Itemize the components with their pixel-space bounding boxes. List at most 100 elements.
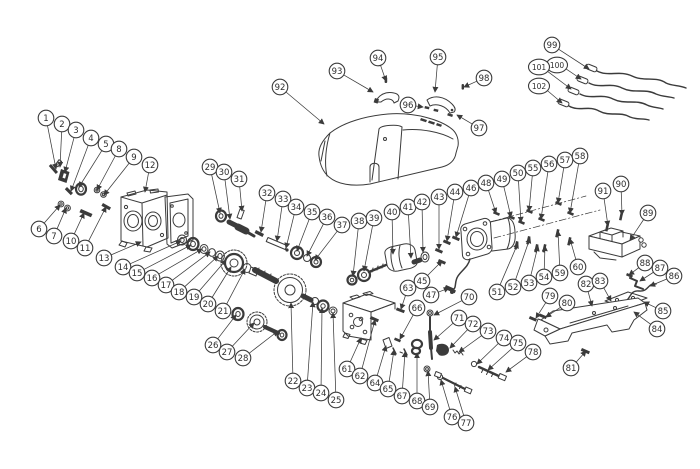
balloon-number-69: 69	[425, 403, 436, 413]
leader-line-59	[555, 230, 562, 266]
balloon-35	[303, 203, 321, 221]
callout-101: 101	[527, 58, 572, 90]
leader-line-79	[535, 302, 547, 319]
balloon-81	[562, 359, 580, 377]
callout-87: 87	[639, 259, 669, 282]
balloon-number-93: 93	[332, 67, 343, 77]
callout-28: 28	[234, 330, 279, 367]
callout-73: 73	[458, 322, 497, 353]
balloon-77	[457, 414, 475, 432]
callout-10: 10	[62, 212, 85, 250]
leader-line-55	[526, 175, 533, 212]
balloon-number-4: 4	[88, 134, 93, 144]
leader-line-18	[184, 255, 219, 287]
leader-line-82	[587, 291, 594, 307]
balloon-79	[541, 287, 559, 305]
balloon-number-42: 42	[417, 198, 428, 208]
balloon-40	[383, 203, 401, 221]
balloon-number-41: 41	[403, 203, 414, 213]
callout-32: 32	[258, 184, 276, 233]
callout-48: 48	[477, 174, 498, 214]
leader-line-33	[274, 206, 283, 242]
leader-line-98	[463, 80, 478, 88]
balloon-21	[214, 302, 232, 320]
leader-line-67	[401, 351, 408, 389]
balloon-number-19: 19	[189, 293, 200, 303]
leader-line-71	[433, 322, 454, 341]
balloon-66	[408, 299, 426, 317]
callout-6: 6	[30, 204, 61, 238]
leader-line-95	[432, 64, 439, 93]
leader-line-48	[488, 190, 498, 214]
balloon-55	[524, 159, 542, 177]
callout-63: 63	[399, 279, 417, 310]
balloon-43	[430, 188, 448, 206]
callout-42: 42	[413, 193, 431, 253]
balloon-number-90: 90	[616, 180, 627, 190]
balloon-number-75: 75	[513, 339, 524, 349]
balloon-50	[509, 164, 527, 182]
balloon-94	[369, 49, 387, 67]
leader-line-3	[63, 137, 75, 173]
balloon-number-35: 35	[307, 208, 318, 218]
balloon-86	[665, 267, 683, 285]
leader-line-26	[217, 314, 237, 340]
leader-line-50	[517, 180, 524, 223]
balloon-number-58: 58	[575, 152, 586, 162]
part-art-layer	[48, 63, 687, 395]
balloon-number-6: 6	[36, 225, 41, 235]
leader-line-88	[628, 267, 639, 276]
callout-11: 11	[76, 206, 107, 257]
callout-1: 1	[37, 109, 58, 170]
callout-39: 39	[362, 209, 383, 272]
balloon-number-53: 53	[524, 279, 535, 289]
balloon-number-52: 52	[508, 283, 519, 293]
balloon-number-47: 47	[426, 291, 437, 301]
callout-60: 60	[568, 238, 587, 276]
callout-61: 61	[338, 337, 362, 378]
balloon-number-88: 88	[640, 259, 651, 269]
leader-line-94	[380, 65, 388, 82]
leader-line-44	[444, 199, 455, 242]
leader-line-12	[142, 172, 149, 193]
leader-line-45	[427, 260, 443, 276]
balloon-53	[520, 274, 538, 292]
callout-92: 92	[271, 78, 325, 125]
callout-13: 13	[95, 241, 142, 267]
callout-77: 77	[453, 386, 475, 432]
callout-4: 4	[70, 129, 100, 192]
balloon-11	[76, 239, 94, 257]
callout-16: 16	[143, 248, 203, 287]
callout-24: 24	[312, 307, 330, 402]
balloon-number-95: 95	[433, 53, 444, 63]
callout-83: 83	[591, 272, 612, 302]
balloon-54	[535, 268, 553, 286]
callout-90: 90	[612, 175, 630, 216]
balloon-number-20: 20	[203, 300, 214, 310]
leader-line-100	[565, 68, 582, 80]
balloon-number-50: 50	[513, 169, 524, 179]
balloon-number-31: 31	[234, 175, 245, 185]
balloon-71	[450, 309, 468, 327]
leader-line-54	[541, 245, 548, 270]
callout-43: 43	[430, 188, 448, 250]
balloon-78	[524, 343, 542, 361]
balloon-number-29: 29	[205, 163, 216, 173]
balloon-44	[446, 183, 464, 201]
leader-line-65	[388, 349, 397, 382]
callout-7: 7	[45, 207, 67, 245]
balloon-59	[551, 264, 569, 282]
balloon-number-17: 17	[161, 281, 172, 291]
balloon-48	[477, 174, 495, 192]
leader-line-8	[96, 155, 116, 191]
leader-line-90	[618, 191, 625, 216]
balloon-number-84: 84	[652, 325, 663, 335]
balloon-number-59: 59	[555, 269, 566, 279]
leader-line-62	[361, 319, 377, 369]
balloon-72	[464, 315, 482, 333]
balloon-number-48: 48	[481, 179, 492, 189]
balloon-number-89: 89	[643, 209, 654, 219]
balloon-93	[328, 62, 346, 80]
balloon-number-11: 11	[80, 244, 91, 254]
balloon-45	[413, 272, 431, 290]
